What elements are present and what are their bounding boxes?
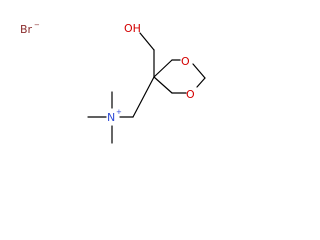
bromide-charge: − [34, 21, 40, 29]
bond-c5-c4 [153, 59, 173, 78]
bromide-label: Br [20, 23, 33, 36]
hydroxyl-label: OH [124, 22, 141, 35]
nitrogen-label: N [107, 111, 115, 124]
structure-canvas: Br − OH O O N + [0, 0, 224, 166]
ring-oxygen-lower: O [186, 88, 195, 101]
bond-ch2-oh [139, 32, 155, 51]
bond-lines [87, 32, 206, 144]
bond-o3-c2 [192, 63, 206, 79]
nitrogen-charge: + [116, 108, 122, 116]
bond-c5-ch2n [132, 76, 155, 118]
bond-c2-o1 [196, 77, 206, 88]
molecule-drawing: Br − OH O O N + [20, 21, 206, 144]
bond-c6-c5 [153, 76, 173, 94]
ring-oxygen-upper: O [181, 55, 190, 68]
